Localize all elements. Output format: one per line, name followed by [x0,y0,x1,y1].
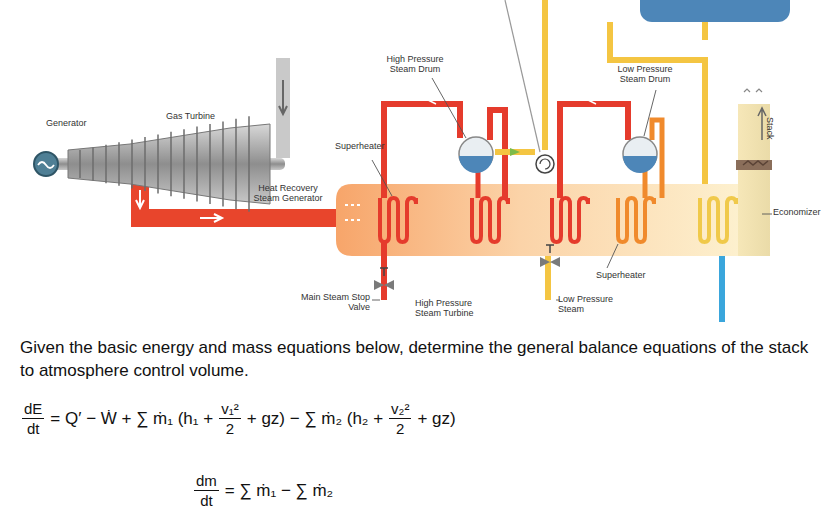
denominator: dt [200,491,213,509]
equation: dmdt = ∑ ṁ₁ − ∑ ṁ₂ [190,472,335,509]
equation: dEdt= Q′ − Ẇ + ∑ ṁ₁ (h₁ +v₁²2+ gz) − ∑ ṁ… [18,400,458,437]
hrsg-casing [336,184,745,256]
tube-coil [472,198,508,242]
valve-symbol [374,257,560,290]
equation-term: + gz) [417,409,455,429]
question-text: Given the basic energy and mass equation… [20,336,810,382]
leader-line [372,78,772,300]
exhaust-duct [276,58,290,158]
water-tank [640,0,790,22]
denominator: dt [27,419,40,437]
part-label: Generator [46,118,106,128]
part-label: High Pressure Steam Turbine [415,298,495,319]
part-label: Low Pressure Steam Drum [612,64,678,85]
numerator: v₂² [389,400,411,419]
fraction: dEdt [22,400,44,437]
denominator: 2 [226,419,234,437]
fraction: dmdt [194,472,219,509]
part-label: Superheater [335,141,395,151]
equation-term: + gz) − ∑ ṁ₂ (h₂ + [247,409,383,429]
generator-symbol [34,152,58,176]
part-label: Superheater [596,270,656,280]
part-label: Low Pressure Steam [558,294,628,315]
pump-symbol [536,155,554,173]
numerator: dm [194,472,219,491]
steam-drum [459,137,657,173]
part-label: Gas Turbine [166,111,226,121]
fraction: v₂²2 [389,400,411,437]
numerator: dE [22,400,44,419]
fraction: v₁²2 [219,400,241,437]
tube-coil [618,198,654,242]
part-label: Heat Recovery Steam Generator [248,183,328,204]
tube-coil [552,198,588,242]
denominator: 2 [396,419,404,437]
tube-coil [700,198,736,242]
part-label: High Pressure Steam Drum [380,54,450,75]
tube-coil [380,198,416,242]
numerator: v₁² [219,400,241,419]
equation-term: = ∑ ṁ₁ − ∑ ṁ₂ [225,481,333,501]
gas-turbine [68,124,270,204]
part-label: Main Steam Stop Valve [300,292,370,313]
equation-term: = Q′ − Ẇ + ∑ ṁ₁ (h₁ + [50,409,213,429]
part-label: Economizer [773,207,823,217]
part-label: Stack [765,108,775,148]
steam-pipes [384,104,628,300]
water-pipe [719,256,725,322]
